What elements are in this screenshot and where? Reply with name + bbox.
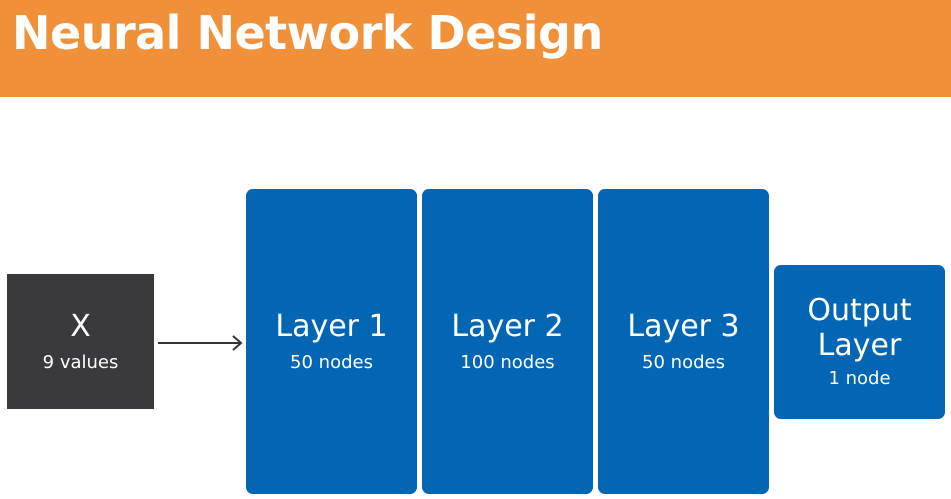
layer-2-node-count: 100 nodes: [460, 351, 555, 373]
layer-3-label: Layer 3: [627, 308, 740, 344]
hidden-layer-2-box: Layer 2 100 nodes: [422, 189, 593, 494]
layer-1-node-count: 50 nodes: [290, 351, 373, 373]
title-banner: Neural Network Design: [0, 0, 951, 97]
output-label-line-2: Layer: [817, 328, 902, 363]
output-layer-box: Output Layer 1 node: [774, 265, 945, 419]
slide-title: Neural Network Design: [12, 6, 603, 60]
layer-1-label: Layer 1: [275, 308, 388, 344]
hidden-layer-1-box: Layer 1 50 nodes: [246, 189, 417, 494]
layer-3-node-count: 50 nodes: [642, 351, 725, 373]
hidden-layer-3-box: Layer 3 50 nodes: [598, 189, 769, 494]
input-node-box: X 9 values: [7, 274, 154, 409]
input-value-count: 9 values: [42, 351, 119, 373]
layer-2-label: Layer 2: [451, 308, 564, 344]
output-label-line-1: Output: [807, 293, 912, 328]
output-node-count: 1 node: [828, 368, 891, 389]
arrow-right-icon: [158, 335, 243, 351]
input-label: X: [70, 308, 91, 344]
